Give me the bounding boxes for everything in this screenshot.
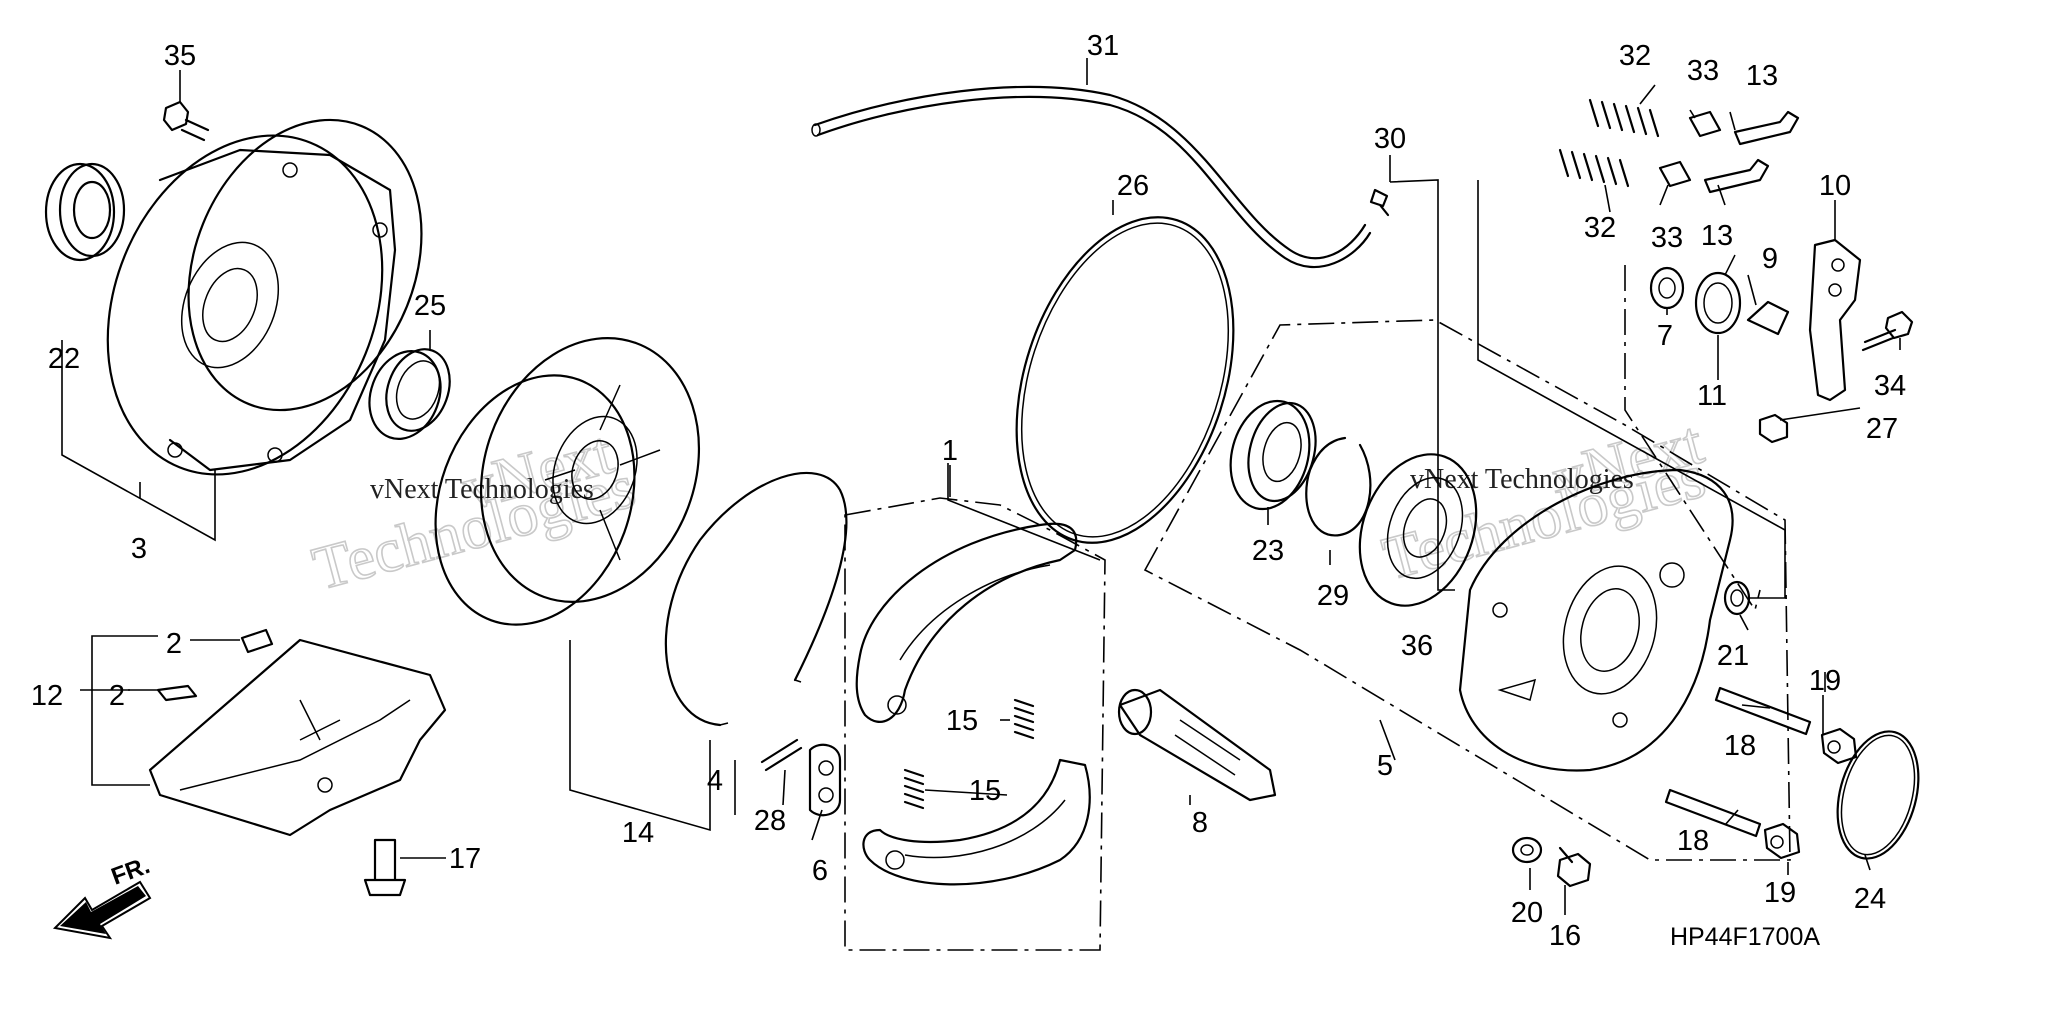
front-direction-label: FR. xyxy=(108,852,154,891)
callout-11: 11 xyxy=(1697,380,1727,412)
callout-27: 27 xyxy=(1866,413,1898,445)
pin-13-lower xyxy=(1703,158,1770,194)
cover-12 xyxy=(148,638,447,837)
callout-28: 28 xyxy=(754,805,786,837)
watermark-text: vNext Technologies xyxy=(1410,464,1634,495)
oil-seal-25 xyxy=(368,348,451,440)
callout-29: 29 xyxy=(1317,580,1349,612)
callout-33-lower: 33 xyxy=(1651,222,1683,254)
callout-25: 25 xyxy=(414,290,446,322)
watermark-right: vNext Technologies vNext Technologies xyxy=(1375,408,1713,595)
plate-6 xyxy=(808,743,842,817)
brake-drum-14 xyxy=(434,337,701,626)
clip-30 xyxy=(1369,188,1390,217)
callout-24: 24 xyxy=(1854,883,1886,915)
group-outline-1 xyxy=(844,497,1106,951)
callout-5: 5 xyxy=(1377,750,1393,782)
callout-23: 23 xyxy=(1252,535,1284,567)
callout-2-upper: 2 xyxy=(166,628,182,660)
callout-6: 6 xyxy=(812,855,828,887)
collar-33-lower xyxy=(1658,160,1692,188)
callout-19-upper: 19 xyxy=(1809,665,1841,697)
bolt-17 xyxy=(363,838,407,897)
callout-19-lower: 19 xyxy=(1764,877,1796,909)
group-outline-10 xyxy=(1624,265,1761,612)
nut-27 xyxy=(1758,413,1789,444)
bolt-16 xyxy=(1556,846,1592,888)
callout-2-lower: 2 xyxy=(109,680,125,712)
callout-16: 16 xyxy=(1549,920,1581,952)
cotter-pin-28 xyxy=(760,738,803,772)
callout-4: 4 xyxy=(707,765,723,797)
brake-shoe-upper-1 xyxy=(855,522,1078,723)
washer-21 xyxy=(1723,580,1751,616)
callout-32-lower: 32 xyxy=(1584,212,1616,244)
spring-15-lower xyxy=(903,768,925,810)
washer-7 xyxy=(1649,266,1685,310)
seal-23 xyxy=(1229,399,1317,511)
callout-17: 17 xyxy=(449,843,481,875)
callout-36: 36 xyxy=(1401,630,1433,662)
callout-18-upper: 18 xyxy=(1724,730,1756,762)
breather-tube-31 xyxy=(811,85,1372,269)
brake-panel-5 xyxy=(1458,468,1734,772)
group-outline-5 xyxy=(1143,319,1791,861)
stud-18-upper xyxy=(1714,686,1812,736)
collar-33-upper xyxy=(1688,110,1722,138)
nut-19-lower xyxy=(1763,822,1801,860)
cam-shaft-8 xyxy=(1117,688,1277,802)
brake-drum-housing-3 xyxy=(106,118,423,476)
circlip-29 xyxy=(1305,436,1372,537)
front-direction-arrow: FR. xyxy=(52,852,154,940)
callout-32-upper: 32 xyxy=(1619,40,1651,72)
o-ring-24 xyxy=(1836,730,1920,860)
callout-9: 9 xyxy=(1762,243,1778,275)
washer-20 xyxy=(1511,836,1543,864)
pad-2-upper xyxy=(240,628,274,654)
watermark-left: vNext Technologies vNext Technologies xyxy=(305,418,643,605)
ring-4 xyxy=(664,471,848,727)
callout-21: 21 xyxy=(1717,640,1749,672)
oil-seal-22 xyxy=(44,162,126,262)
spring-32-lower xyxy=(1558,148,1630,188)
callout-13-upper: 13 xyxy=(1746,60,1778,92)
callout-35: 35 xyxy=(164,40,196,72)
brake-arm-10 xyxy=(1808,238,1862,402)
callout-15-upper: 15 xyxy=(946,705,978,737)
nut-19-upper xyxy=(1820,727,1858,765)
pad-2-lower xyxy=(156,684,198,702)
callout-15-lower: 15 xyxy=(969,775,1001,807)
return-spring-11 xyxy=(1694,254,1742,335)
callout-14: 14 xyxy=(622,817,654,849)
plate-9 xyxy=(1746,300,1790,336)
callout-8: 8 xyxy=(1192,807,1208,839)
callout-30: 30 xyxy=(1374,123,1406,155)
spring-15-upper xyxy=(1013,698,1035,740)
o-ring-26 xyxy=(1015,216,1235,544)
stud-18-lower xyxy=(1664,788,1762,838)
callout-20: 20 xyxy=(1511,897,1543,929)
callout-1: 1 xyxy=(942,435,958,467)
pin-13-upper xyxy=(1733,110,1800,146)
brake-shoe-lower-1 xyxy=(862,758,1091,886)
spring-32-upper xyxy=(1588,98,1660,138)
callout-13-lower: 13 xyxy=(1701,220,1733,252)
callout-12: 12 xyxy=(31,680,63,712)
callout-10: 10 xyxy=(1819,170,1851,202)
callout-26: 26 xyxy=(1117,170,1149,202)
callout-22: 22 xyxy=(48,343,80,375)
figure-code: HP44F1700A xyxy=(1670,923,1820,951)
bolt-34 xyxy=(1861,310,1914,352)
bearing-36 xyxy=(1358,453,1478,607)
callout-33-upper: 33 xyxy=(1687,55,1719,87)
callout-3: 3 xyxy=(131,533,147,565)
leader-lines xyxy=(61,58,1901,915)
callout-18-lower: 18 xyxy=(1677,825,1709,857)
callout-7: 7 xyxy=(1657,320,1673,352)
callouts: 35 22 3 25 2 12 2 17 14 4 28 6 1 15 15 8… xyxy=(31,30,1906,952)
callout-31: 31 xyxy=(1087,30,1119,62)
bolt-35 xyxy=(162,100,210,142)
callout-34: 34 xyxy=(1874,370,1906,402)
